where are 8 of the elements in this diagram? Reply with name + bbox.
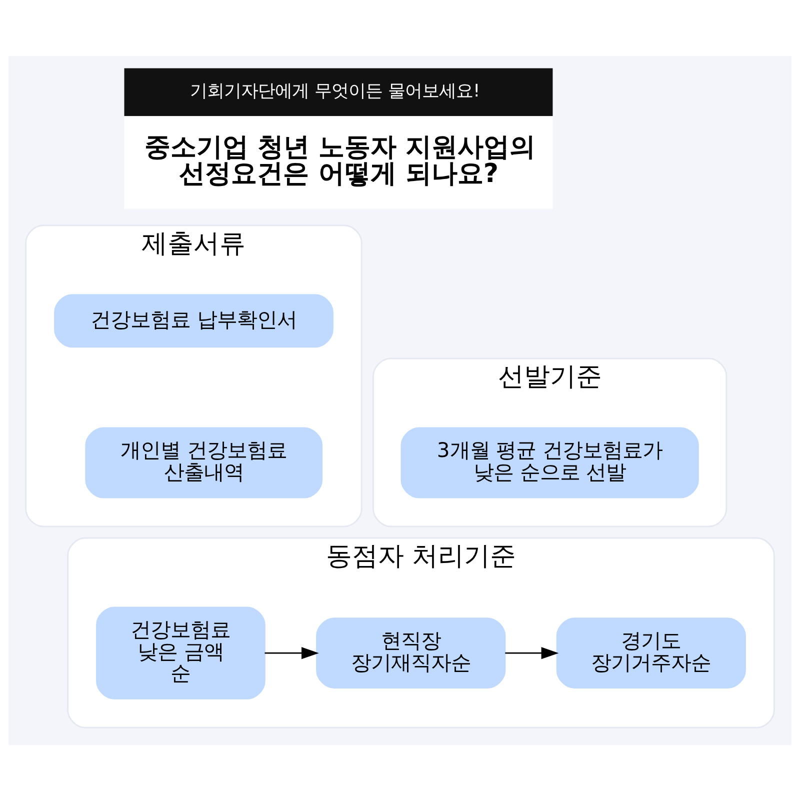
node-box: 현직장 장기재직자순: [316, 617, 506, 688]
arrow: [505, 646, 559, 659]
node-box: 경기도 장기거주자순: [556, 617, 746, 688]
arrow: [264, 646, 319, 659]
node-box: 건강보험료 납부확인서: [54, 294, 334, 348]
node-box: 3개월 평균 건강보험료가 낮은 순으로 선발: [400, 426, 699, 498]
node-box: 건강보험료 낮은 금액 순: [96, 606, 266, 699]
node-box: 개인별 건강보험료 산출내역: [85, 426, 323, 498]
